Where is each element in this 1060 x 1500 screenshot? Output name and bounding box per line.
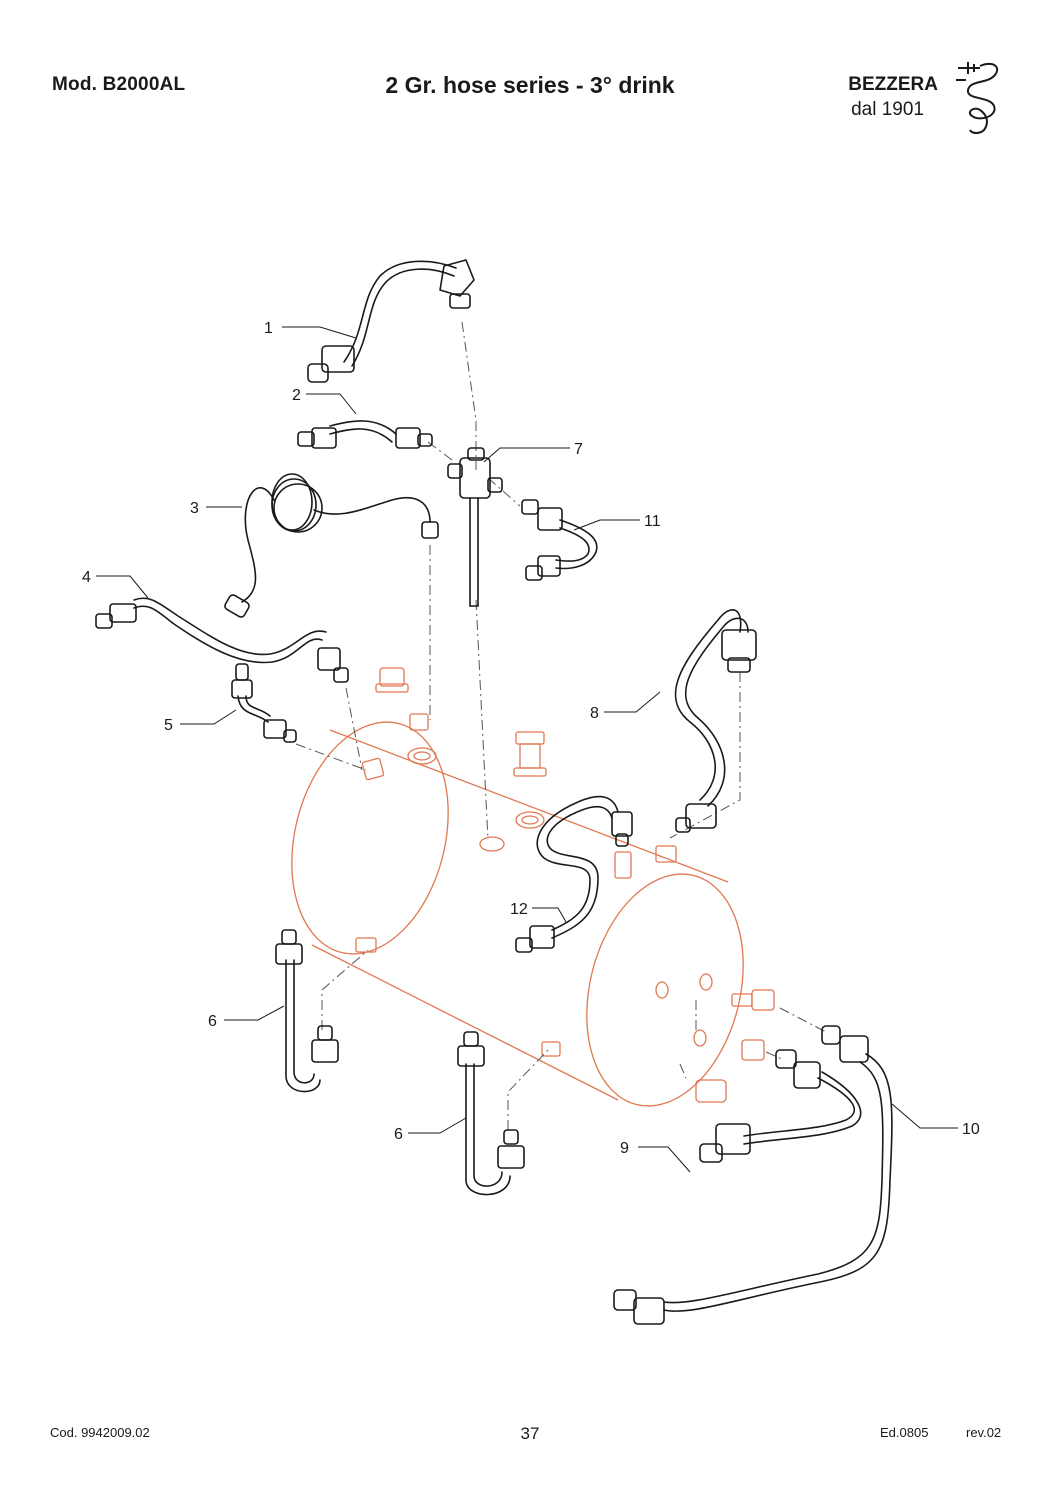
edition-label: Ed.0805 [880, 1425, 929, 1440]
part-label-10: 10 [962, 1121, 980, 1138]
part-label-7: 7 [574, 441, 583, 458]
assembly-lines [295, 321, 827, 1130]
part-10-hose [613, 1025, 893, 1325]
part-7-tee [447, 447, 503, 607]
bezzera-logo-icon [956, 62, 999, 134]
leader-lines [96, 326, 958, 1173]
brand-since: dal 1901 [851, 99, 924, 120]
revision-label: rev.02 [966, 1425, 1002, 1440]
part-6-hose-left [275, 929, 339, 1093]
document-code: Cod. 9942009.02 [50, 1425, 150, 1440]
part-label-11: 11 [644, 513, 661, 530]
part-label-4: 4 [82, 569, 91, 586]
part-label-12: 12 [510, 901, 528, 918]
part-1-hose [307, 259, 475, 383]
part-label-6b: 6 [394, 1126, 403, 1143]
model-label: Mod. B2000AL [52, 74, 186, 95]
part-6-hose-center [457, 1031, 525, 1196]
part-2-hose [297, 420, 433, 449]
part-9-hose [699, 1049, 862, 1163]
part-5-hose [231, 663, 297, 743]
part-12-hose [515, 795, 633, 953]
part-label-6a: 6 [208, 1013, 217, 1030]
part-label-8: 8 [590, 705, 599, 722]
boiler-fittings [355, 667, 775, 1103]
boiler-tank [291, 667, 775, 1107]
hoses [95, 259, 893, 1325]
part-8-hose [674, 609, 757, 833]
page-title: 2 Gr. hose series - 3° drink [385, 72, 675, 98]
part-labels: 1 2 3 4 5 6 6 7 8 9 10 11 12 [82, 320, 980, 1157]
brand-name: BEZZERA [848, 74, 938, 95]
part-3-capillary [224, 473, 439, 618]
part-label-9: 9 [620, 1140, 629, 1157]
part-11-hose [521, 499, 598, 581]
part-label-2: 2 [292, 387, 301, 404]
page-number: 37 [520, 1424, 540, 1443]
part-label-1: 1 [264, 320, 273, 337]
part-label-5: 5 [164, 717, 173, 734]
part-4-hose [95, 597, 349, 683]
part-label-3: 3 [190, 500, 199, 517]
